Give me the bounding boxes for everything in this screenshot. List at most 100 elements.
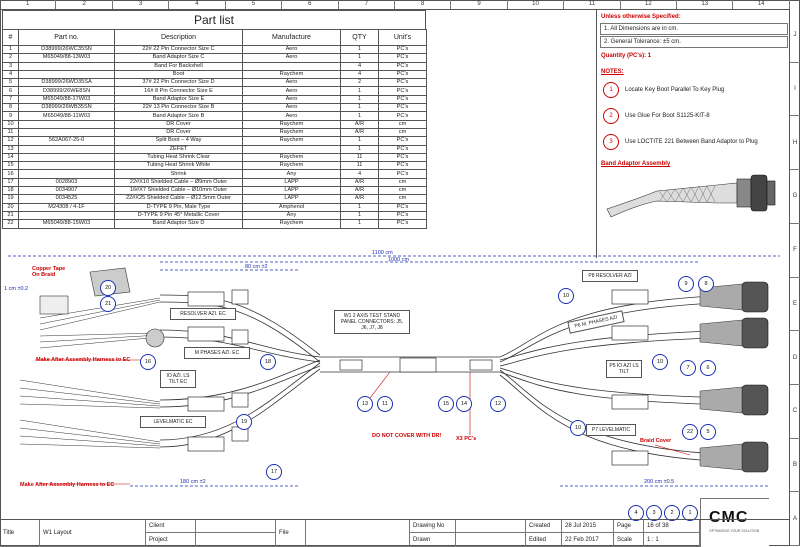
ruler-col: 13	[677, 0, 734, 9]
note-number-icon: 3	[603, 134, 619, 150]
file-value	[306, 520, 410, 547]
dim-1000: 1000 cm	[388, 257, 410, 263]
created-value: 28 Jul 2015	[562, 520, 614, 533]
spec-dimensions: 1. All Dimensions are in cm.	[600, 23, 788, 35]
note-item: 1 Locate Key Boot Parallel To Key Plug	[597, 77, 791, 103]
ruler-row: B	[790, 439, 800, 493]
logo-text: CMC	[709, 509, 749, 526]
item-balloon: 22	[682, 424, 698, 440]
note-item: 2 Use Glue For Boot S1125-KIT-8	[597, 103, 791, 129]
copper-tape-label: Copper Tape On Braid	[32, 266, 66, 278]
ruler-col: 6	[282, 0, 339, 9]
item-balloon: 6	[700, 360, 716, 376]
item-balloon: 2	[664, 505, 680, 521]
drawing-no-value	[456, 520, 526, 533]
ruler-col: 9	[451, 0, 508, 9]
project-label: Project	[146, 533, 196, 547]
edited-value: 22 Feb 2017	[562, 533, 614, 547]
ruler-col: 11	[564, 0, 621, 9]
title-value: W1 Layout	[40, 520, 146, 547]
ruler-row: C	[790, 385, 800, 439]
file-label: File	[276, 520, 306, 547]
drawing-no-label: Drawing No	[410, 520, 456, 533]
ruler-col: 2	[56, 0, 113, 9]
part-list-title: Part list	[2, 10, 426, 29]
ruler-row: H	[790, 116, 800, 171]
item-balloon: 9	[678, 276, 694, 292]
p7-label: P7 LEVELMATIC	[586, 424, 636, 436]
ruler-row: F	[790, 224, 800, 278]
band-adaptor-title: Band Adaptor Assembly	[601, 161, 671, 167]
drawn-value	[456, 533, 526, 547]
note-item: 3 Use LOCTITE 221 Between Band Adaptor to…	[597, 129, 791, 155]
ruler-row: E	[790, 278, 800, 332]
ruler-col: 12	[621, 0, 678, 9]
scale-value: 1 : 1	[644, 533, 700, 547]
scale-label: Scale	[614, 533, 644, 547]
ruler-col: 10	[508, 0, 565, 9]
note-text: Locate Key Boot Parallel To Key Plug	[625, 87, 725, 93]
x3-pcs-label: X3 PC's	[456, 436, 477, 442]
quantity-line: Quantity (PC's): 1	[597, 49, 791, 63]
quantity-value: 1	[647, 53, 652, 59]
ruler-row: D	[790, 331, 800, 385]
item-balloon: 17	[266, 464, 282, 480]
do-not-cover-label: DO NOT COVER WITH DR!	[372, 433, 442, 439]
mphases-left-label: M PHASES AZI. EC	[184, 347, 250, 359]
ruler-col: 8	[395, 0, 452, 9]
edited-label: Edited	[526, 533, 562, 547]
created-label: Created	[526, 520, 562, 533]
ruler-col: 5	[226, 0, 283, 9]
note-number-icon: 1	[603, 82, 619, 98]
note-text: Use Glue For Boot S1125-KIT-8	[625, 113, 710, 119]
center-label: W1 2 AXIS TEST STAND PANEL CONNECTORS: J…	[334, 310, 410, 334]
item-balloon: 16	[140, 354, 156, 370]
braid-cover-label: Braid Cover	[640, 438, 672, 444]
quantity-label: Quantity (PC's):	[601, 53, 647, 59]
dim-180: 180 cm ±2	[180, 479, 206, 485]
project-value	[196, 533, 276, 547]
p5-label: P5 IO AZI LS TILT	[606, 360, 642, 378]
ruler-col: 7	[339, 0, 395, 9]
title-block: Title W1 Layout Client Project File Draw…	[0, 519, 790, 547]
item-balloon: 12	[490, 396, 506, 412]
item-balloon: 10	[570, 420, 586, 436]
make-after-label-1: Make After Assembly Harness to EC	[36, 357, 131, 363]
ruler-row: G	[790, 170, 800, 224]
item-balloon: 7	[680, 360, 696, 376]
item-balloon: 11	[377, 396, 393, 412]
item-balloon: 19	[236, 414, 252, 430]
item-balloon: 10	[652, 354, 668, 370]
ruler-col: 4	[169, 0, 226, 9]
ruler-col: 1	[0, 0, 57, 9]
item-balloon: 3	[646, 505, 662, 521]
item-balloon: 10	[558, 288, 574, 304]
item-balloon: 4	[628, 505, 644, 521]
item-balloon: 14	[456, 396, 472, 412]
drawn-label: Drawn	[410, 533, 456, 547]
company-logo: CMC OPTIMIZING YOUR SOLUTION	[700, 498, 769, 547]
page-label: Page	[614, 520, 644, 533]
table-cell: PC's	[378, 219, 427, 229]
dim-1cm: 1 cm ±0.2	[4, 286, 29, 292]
ruler-row: J	[790, 9, 800, 63]
band-adaptor-illustration	[606, 174, 776, 218]
levelmatic-left-label: LEVELMATIC EC	[140, 416, 206, 428]
dim-200: 200 cm ±0.5	[644, 479, 675, 485]
notes-title: NOTES:	[601, 69, 624, 75]
io-left-label: IO AZI. LS TILT EC	[160, 370, 196, 388]
note-text: Use LOCTITE 221 Between Band Adaptor to …	[625, 139, 758, 145]
item-balloon: 18	[260, 354, 276, 370]
logo-subtitle: OPTIMIZING YOUR SOLUTION	[709, 529, 760, 533]
item-balloon: 5	[700, 424, 716, 440]
note-number-icon: 2	[603, 108, 619, 124]
